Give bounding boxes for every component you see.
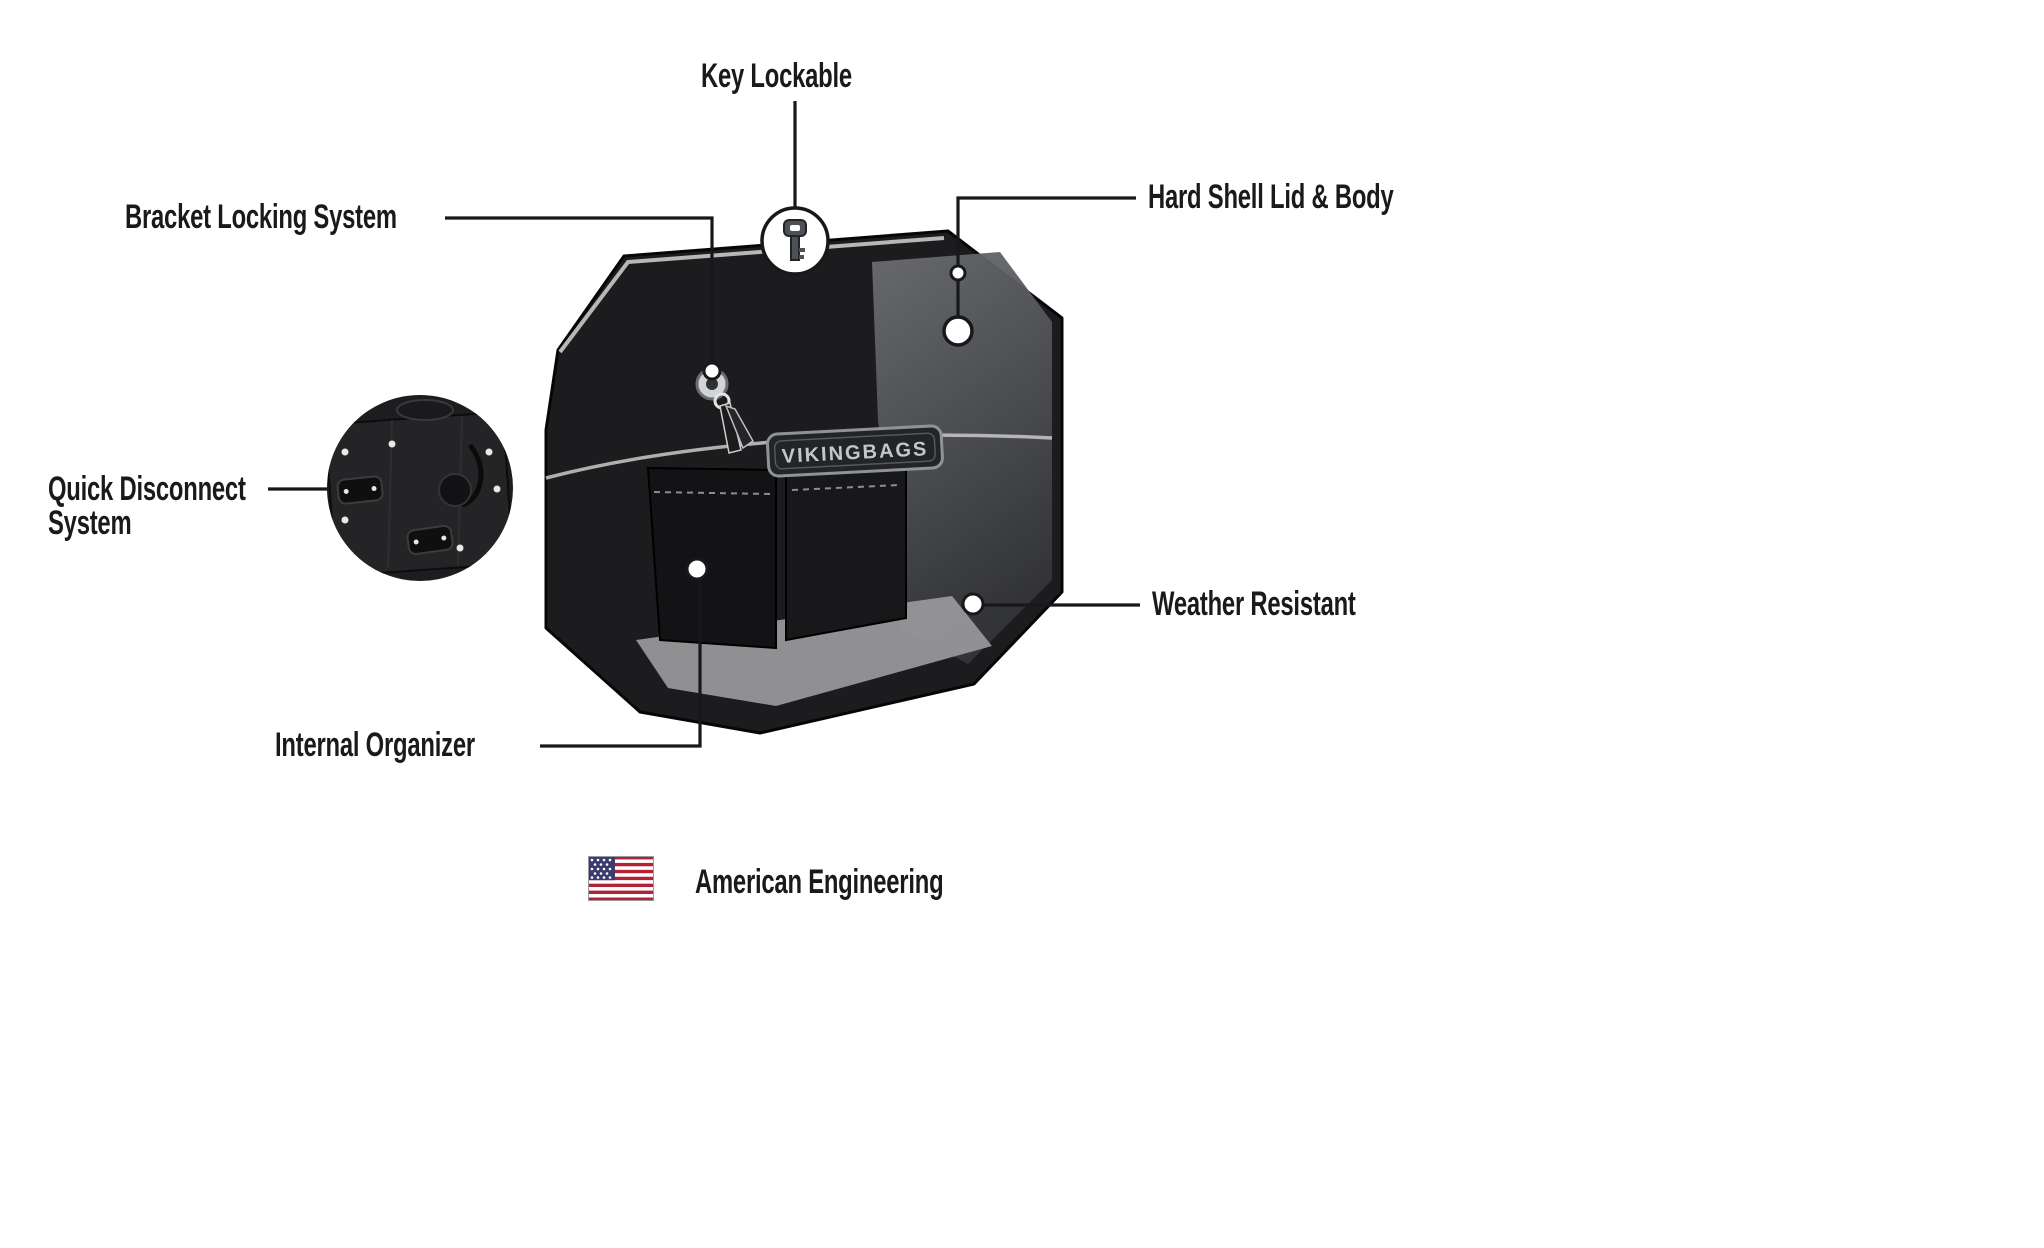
callout-line-internal-organizer <box>540 580 702 748</box>
marker-hard-shell-large <box>942 315 974 347</box>
callout-markers <box>685 264 985 616</box>
callout-label-quick-disconnect-system: Quick Disconnect System <box>48 470 246 542</box>
marker-internal-organizer <box>685 557 709 581</box>
internal-organizer-pockets <box>646 460 907 650</box>
flag-stripes <box>588 856 654 901</box>
flag-stars <box>590 858 612 879</box>
key-icon <box>760 206 830 276</box>
saddlebag-body: VIKINGBAGS <box>544 229 1064 735</box>
callout-label-bracket-locking-system: Bracket Locking System <box>125 198 397 236</box>
callout-lines <box>268 101 1140 748</box>
callout-label-internal-organizer: Internal Organizer <box>275 726 475 764</box>
quick-disconnect-inset <box>327 395 513 581</box>
brand-badge: VIKINGBAGS <box>765 424 944 478</box>
callout-label-key-lockable: Key Lockable <box>701 57 852 95</box>
callout-label-weather-resistant: Weather Resistant <box>1152 585 1356 623</box>
us-flag-icon <box>588 856 654 901</box>
callout-line-bracket-locking <box>445 216 714 362</box>
lid-panel <box>872 252 1052 664</box>
marker-bracket-locking <box>702 361 722 381</box>
callout-label-hard-shell-lid-body: Hard Shell Lid & Body <box>1148 178 1394 216</box>
marker-hard-shell-small <box>949 264 967 282</box>
interior-floor <box>636 596 992 706</box>
marker-weather-resistant <box>961 592 985 616</box>
footer-label-american-engineering: American Engineering <box>695 863 944 901</box>
